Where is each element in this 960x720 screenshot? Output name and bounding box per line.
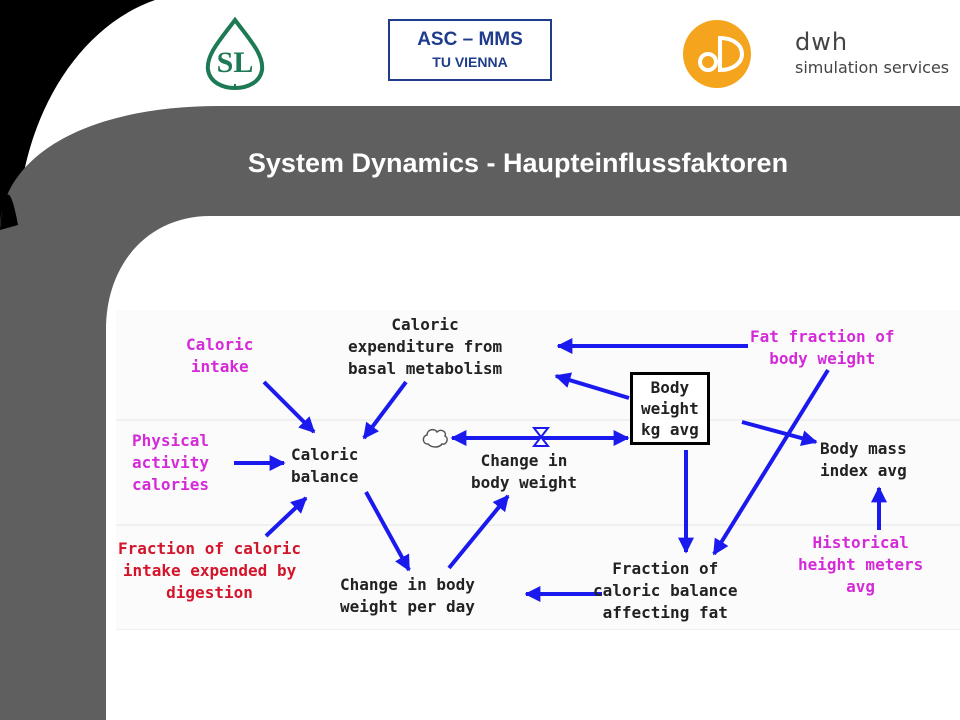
diagram-canvas	[116, 310, 960, 630]
node-bmi: Body mass index avg	[820, 439, 907, 480]
arrow-digestion-to-balance	[264, 496, 308, 538]
node-caloric-expenditure: Caloric expenditure from basal metabolis…	[348, 315, 503, 378]
asc-mms-badge: ASC – MMS TU VIENNA	[388, 19, 552, 81]
node-digestion-fraction: Fraction of caloric intake expended by d…	[118, 539, 302, 602]
node-fat-fraction: Fat fraction of body weight	[750, 327, 895, 368]
arrow-change-per-day-to-change	[447, 494, 510, 570]
page-title: System Dynamics - Haupteinflussfaktoren	[247, 148, 789, 178]
node-fraction-fat: Fraction of caloric balance affecting fa…	[593, 559, 738, 622]
system-dynamics-diagram: Caloric intake Caloric expenditure from …	[116, 310, 960, 630]
node-historical-height: Historical height meters avg	[798, 533, 924, 596]
badge-title: ASC – MMS	[417, 29, 523, 50]
frame-black-edge	[0, 194, 18, 230]
svg-text:SL: SL	[217, 46, 254, 79]
sl-logo: SL	[205, 16, 265, 91]
stock-body-weight: Body weight kg avg	[630, 372, 710, 445]
frame-gray-band	[0, 106, 960, 720]
node-caloric-balance: Caloric balance	[291, 445, 359, 486]
dwh-name: dwh	[795, 28, 849, 56]
arrow-balance-to-change-per-day	[364, 491, 411, 572]
dwh-logo-mark	[683, 20, 751, 88]
arrow-intake-to-balance	[262, 380, 316, 434]
flow-valve-icon	[531, 427, 551, 447]
dwh-tagline: simulation services	[795, 58, 950, 77]
arrow-body-weight-to-expenditure	[554, 372, 630, 400]
node-change-per-day: Change in body weight per day	[340, 575, 475, 616]
frame-outer-black	[0, 0, 155, 225]
dwh-wordmark: dwh simulation services	[795, 30, 949, 76]
cloud-source-icon	[422, 428, 448, 448]
arrow-body-weight-to-bmi	[741, 420, 818, 446]
node-change-body-weight: Change in body weight	[471, 451, 577, 492]
node-physical-activity: Physical activity calories	[132, 431, 210, 494]
arrow-fat-fraction-to-fraction-fat	[712, 368, 830, 556]
node-caloric-intake: Caloric intake	[186, 335, 254, 376]
arrow-expenditure-to-balance	[362, 380, 408, 440]
badge-subtitle: TU VIENNA	[432, 54, 508, 70]
